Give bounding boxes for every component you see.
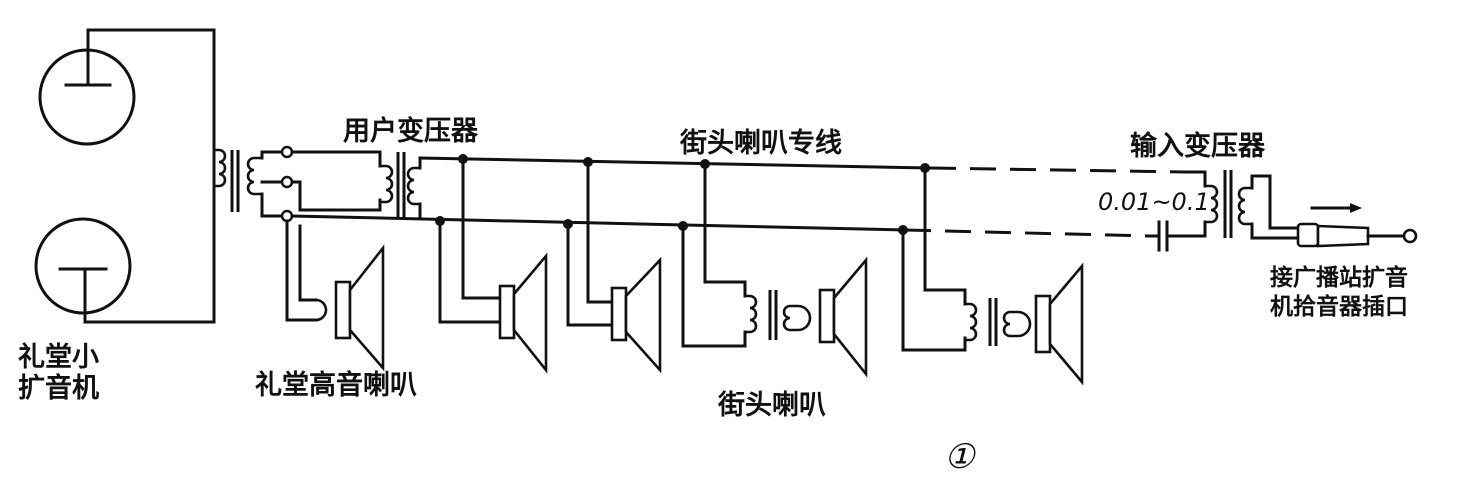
vacuum-tube-upper	[38, 28, 216, 146]
input-transformer-label: 输入变压器	[1130, 131, 1265, 162]
tube-amplifier-label-line1: 礼堂小	[18, 342, 99, 373]
hall-tweeter-label: 礼堂高音喇叭	[255, 370, 417, 401]
input-transformer	[1205, 170, 1252, 238]
figure-number: ①	[944, 437, 975, 477]
tube-amplifier-label: 礼堂小 扩音机	[18, 342, 99, 404]
output-transformer	[214, 148, 262, 212]
street-speaker-line-label: 街头喇叭专线	[680, 128, 842, 159]
street-speakers-label: 街头喇叭	[718, 390, 826, 421]
phone-plug	[1296, 203, 1418, 248]
plug-label: 接广播站扩音 机拾音器插口	[1270, 264, 1408, 322]
vacuum-tube-lower	[34, 217, 216, 324]
capacitor	[1148, 220, 1207, 252]
user-transformer-label: 用户变压器	[343, 116, 478, 147]
plug-label-line2: 机拾音器插口	[1270, 294, 1408, 320]
street-speaker-2	[566, 160, 662, 374]
hall-tweeter	[285, 219, 385, 372]
dashed-line-bottom	[904, 228, 1151, 238]
dashed-line-top	[929, 166, 1186, 174]
street-speaker-4	[901, 166, 1084, 386]
street-speaker-3	[681, 162, 868, 378]
tube-amplifier-label-line2: 扩音机	[18, 373, 99, 404]
capacitor-value-label: 0.01~0.1	[1098, 188, 1210, 216]
user-transformer	[380, 152, 420, 218]
plug-label-line1: 接广播站扩音	[1270, 265, 1408, 291]
street-speaker-1	[438, 157, 548, 374]
